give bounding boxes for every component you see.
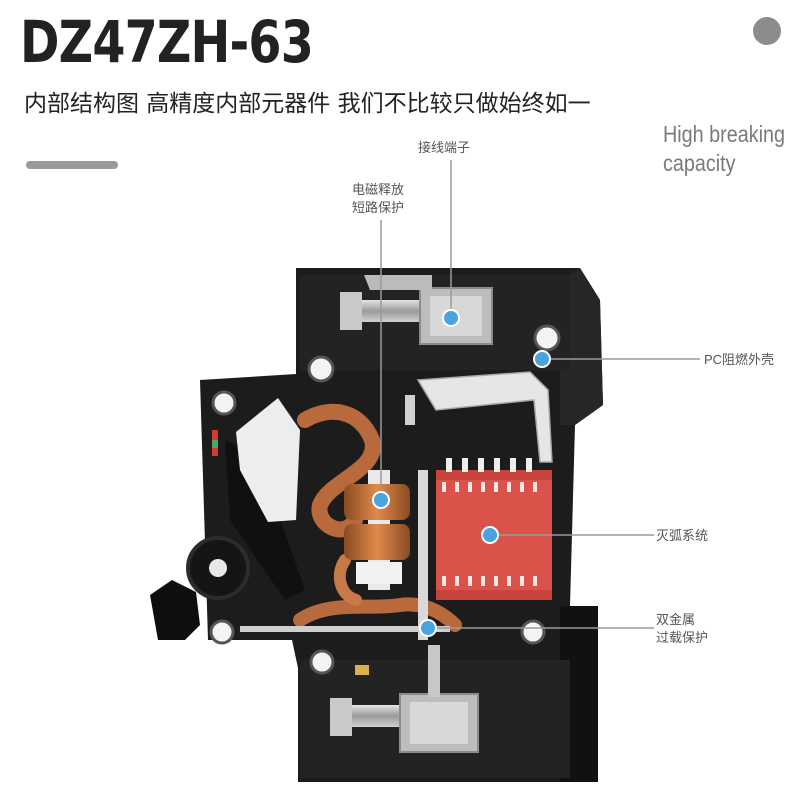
decorative-divider	[26, 161, 118, 169]
marker-housing-icon	[533, 350, 551, 368]
marker-terminal-icon	[442, 309, 460, 327]
label-magnetic-release: 电磁释放 短路保护	[352, 182, 405, 215]
feature-line-1: High breaking	[663, 121, 786, 147]
feature-line-2: capacity	[663, 150, 736, 176]
marker-arc-icon	[481, 526, 499, 544]
moving-contact	[416, 371, 553, 463]
grey-dot-icon	[753, 17, 781, 45]
copper-braid	[293, 403, 462, 632]
bimetal-strip	[240, 626, 450, 675]
label-bimetal: 双金属 过载保护	[656, 612, 709, 645]
model-title: DZ47ZH-63	[20, 8, 314, 76]
marker-magnetic-icon	[372, 491, 390, 509]
page-subtitle: 内部结构图 高精度内部元器件 我们不比较只做始终如一	[24, 91, 591, 117]
bottom-terminal-assembly	[330, 645, 479, 753]
label-housing: PC阻燃外壳	[704, 352, 775, 367]
feature-text: High breaking capacity	[663, 120, 785, 178]
toggle-handle	[150, 440, 305, 640]
label-terminal: 接线端子	[418, 140, 471, 155]
latch-mechanism	[236, 398, 300, 522]
label-arc-system: 灭弧系统	[656, 528, 709, 543]
contact-plate	[418, 470, 428, 640]
marker-bimetal-icon	[419, 619, 437, 637]
